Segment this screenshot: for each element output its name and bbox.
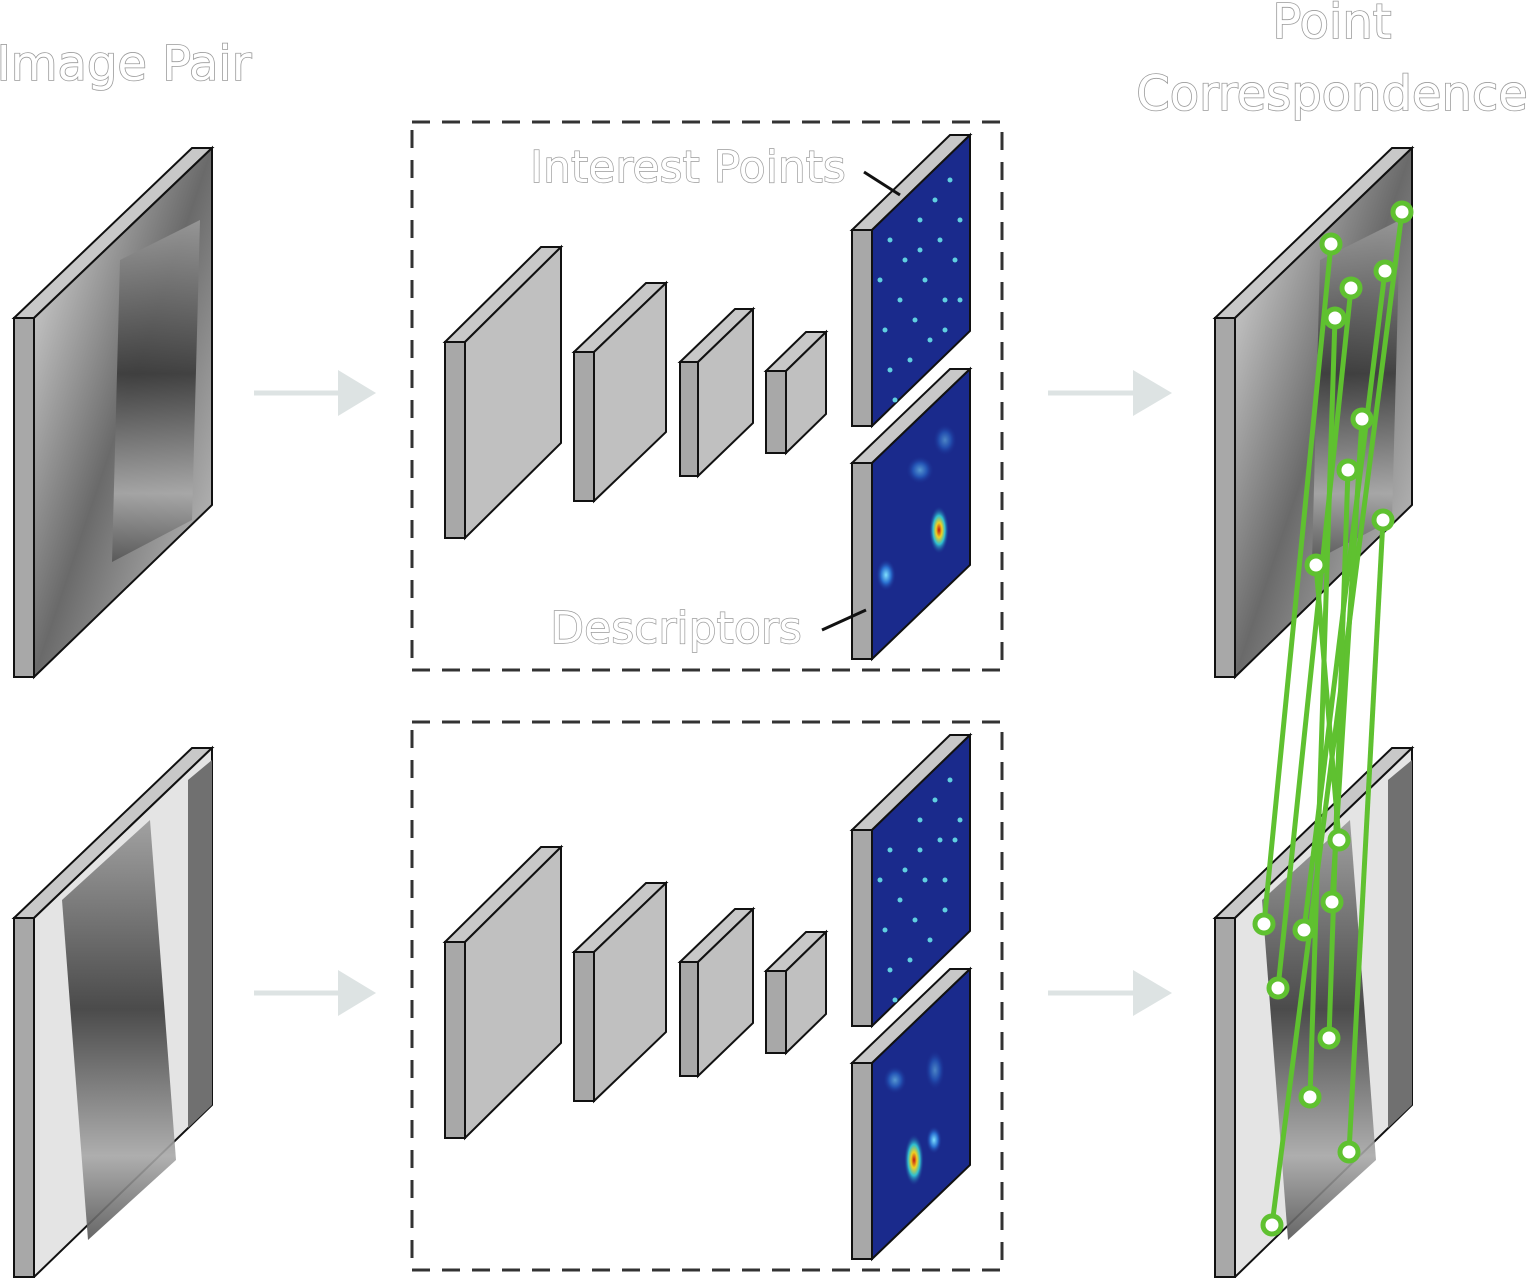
arrow-input-to-network-top xyxy=(254,370,376,416)
interest-points-heatmap-top xyxy=(849,132,973,429)
input-image-top xyxy=(11,145,215,680)
interest-points-leader xyxy=(863,170,901,197)
descriptors-heatmap-bottom xyxy=(849,966,973,1262)
encoder-layer-4-top xyxy=(763,329,829,456)
correspondence-matches xyxy=(1261,211,1405,1226)
output-image-top xyxy=(1212,145,1415,680)
encoder-layer-2-bottom xyxy=(571,880,669,1104)
descriptors-heatmap-top xyxy=(849,366,973,662)
arrow-network-to-output-bottom xyxy=(1048,970,1172,1016)
point-correspondence-title-line1: Point xyxy=(1272,0,1391,50)
arrow-network-to-output-top xyxy=(1048,370,1172,416)
input-image-bottom xyxy=(11,745,215,1278)
correspondence-points xyxy=(1252,200,1414,1237)
encoder-layer-1-bottom xyxy=(442,844,564,1141)
encoder-layer-3-top xyxy=(677,306,756,479)
encoder-layer-1-top xyxy=(442,244,564,541)
descriptors-label: Descriptors xyxy=(550,603,802,654)
image-pair-title: Image Pair xyxy=(0,36,252,92)
interest-points-label: Interest Points xyxy=(530,142,846,193)
encoder-layer-4-bottom xyxy=(763,929,829,1056)
arrow-input-to-network-bottom xyxy=(254,970,376,1016)
encoder-layer-3-bottom xyxy=(677,906,756,1079)
point-correspondence-title-line2: Correspondence xyxy=(1136,66,1528,122)
descriptors-leader xyxy=(821,608,867,632)
encoder-layer-2-top xyxy=(571,280,669,504)
interest-points-heatmap-bottom xyxy=(849,732,973,1029)
